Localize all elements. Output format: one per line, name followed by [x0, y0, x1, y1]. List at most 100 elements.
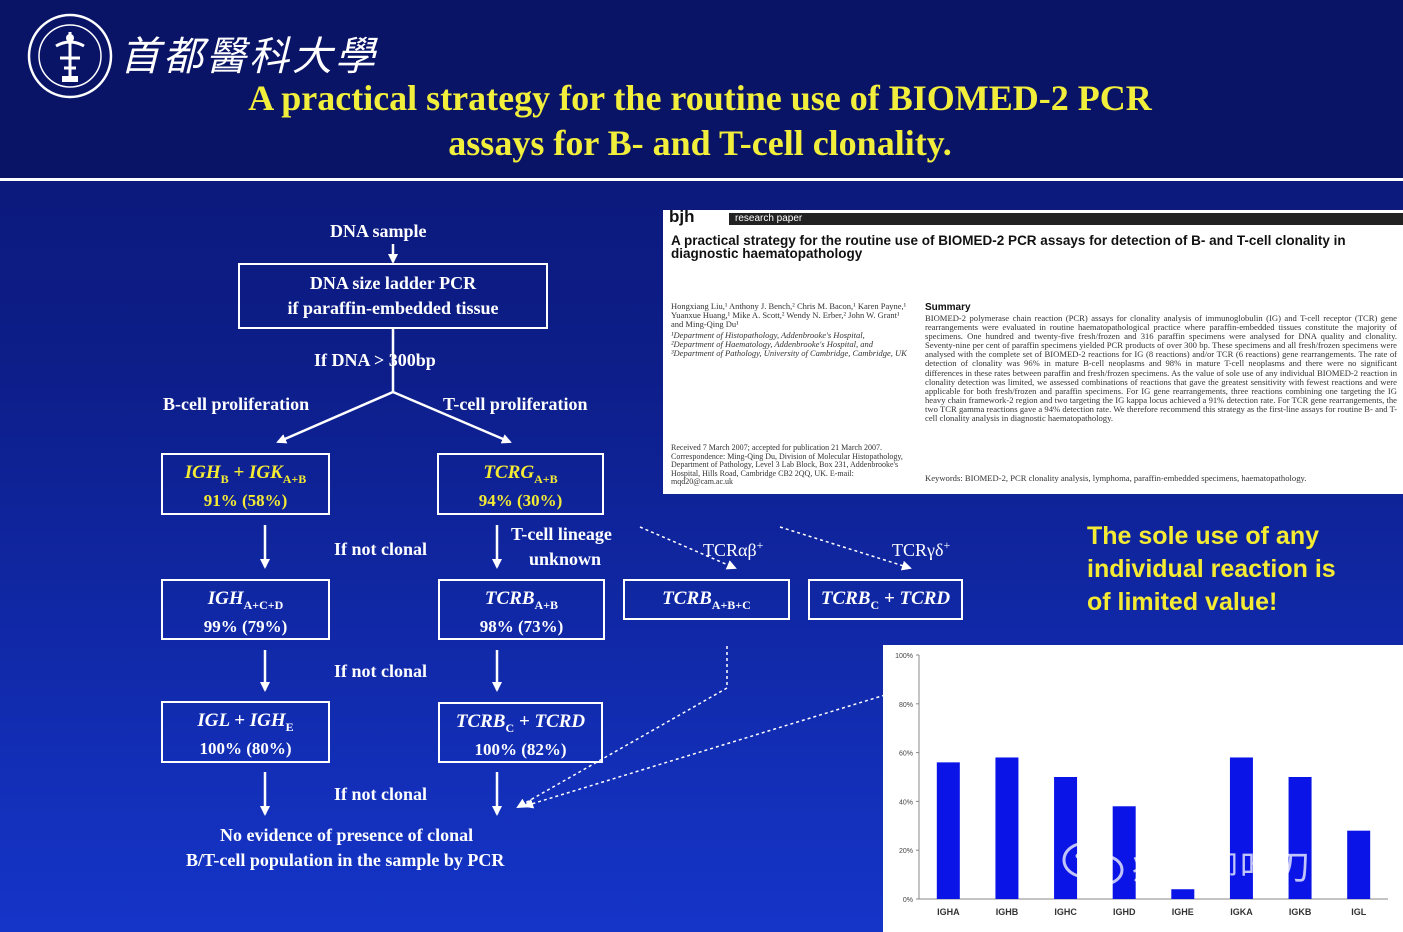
igh-acd-sub: A+C+D	[243, 597, 284, 612]
b1-percent: 91% (58%)	[203, 490, 288, 510]
tcrg-box: TCRGA+B 94% (30%)	[437, 453, 604, 515]
tcrbc-b-sub: C	[505, 720, 515, 735]
journal-logo: bjh	[669, 210, 695, 226]
if-not-clonal-1: If not clonal	[334, 539, 428, 559]
b3-percent: 100% (80%)	[199, 738, 292, 758]
watermark-text: 病理柳叶刀	[1132, 848, 1312, 888]
wechat-icon	[1062, 841, 1124, 886]
t1-percent: 94% (30%)	[478, 490, 563, 510]
tcrbc-tcrd-box: TCRBC + TCRD 100% (82%)	[438, 702, 603, 763]
header-banner	[0, 0, 1403, 178]
tcrbc-tcrd-box-right: TCRBC + TCRD	[808, 579, 963, 620]
tcrbc-b-text: TCRB	[455, 711, 506, 732]
if-not-clonal-3: If not clonal	[334, 784, 428, 804]
paper-authors-block: Hongxiang Liu,¹ Anthony J. Bench,² Chris…	[671, 302, 907, 358]
paper-excerpt: bjh research paper A practical strategy …	[663, 210, 1403, 494]
title-line-2: assays for B- and T-cell clonality.	[448, 123, 952, 163]
final-line-1: No evidence of presence of clonal	[220, 825, 474, 845]
paper-summary-heading: Summary	[925, 302, 971, 313]
ladder-line-2: if paraffin-embedded tissue	[287, 298, 499, 318]
tcr-gd-text: TCRγδ	[892, 540, 944, 560]
arrow-to-b-branch	[276, 390, 394, 444]
university-seal-icon	[27, 13, 113, 99]
t-cell-prolif-label: T-cell proliferation	[443, 394, 588, 414]
arrow-tcrab	[639, 526, 737, 570]
bar-ighb	[995, 757, 1019, 899]
igh-igk-box: IGHB + IGKA+B 91% (58%)	[161, 453, 330, 515]
if-dna-label: If DNA > 300bp	[314, 350, 436, 370]
bar-igha	[936, 762, 960, 899]
x-tick-label: IGHD	[1113, 907, 1136, 917]
tcrbc-a-text: TCRB	[820, 588, 871, 609]
paper-received: Received 7 March 2007; accepted for publ…	[671, 443, 903, 486]
bar-igkb	[1288, 777, 1312, 899]
bar-igl	[1347, 830, 1371, 899]
t-lineage-line-2: unknown	[529, 549, 602, 569]
b2-percent: 99% (79%)	[203, 616, 288, 636]
ladder-line-1: DNA size ladder PCR	[309, 273, 477, 293]
tcrb-ab-box: TCRBA+B 98% (73%)	[438, 579, 605, 640]
slide-title: A practical strategy for the routine use…	[150, 76, 1250, 166]
b-cell-prolif-label: B-cell proliferation	[163, 394, 310, 414]
igh-acd-text: IGH	[207, 588, 244, 609]
note-line-2: individual reaction is	[1087, 555, 1336, 583]
university-name: 首都醫科大學	[120, 34, 378, 80]
igh-acd-box: IGHA+C+D 99% (79%)	[161, 579, 330, 640]
bar-ighe	[1171, 889, 1195, 899]
paper-keywords: Keywords: BIOMED-2, PCR clonality analys…	[925, 473, 1307, 483]
x-tick-label: IGHB	[996, 907, 1019, 917]
igk-sub: A+B	[282, 471, 307, 486]
tcrg-text: TCRG	[483, 462, 535, 483]
y-tick-label: 20%	[899, 848, 913, 855]
final-line-2: B/T-cell population in the sample by PCR	[186, 850, 505, 870]
tcrb-ab-sub: A+B	[534, 597, 559, 612]
t2-percent: 98% (73%)	[479, 616, 564, 636]
x-tick-label: IGL	[1351, 907, 1367, 917]
note-line-1: The sole use of any	[1087, 522, 1320, 550]
arrow-to-t-branch	[392, 390, 512, 444]
if-not-clonal-2: If not clonal	[334, 661, 428, 681]
paper-summary: BIOMED-2 polymerase chain reaction (PCR)…	[925, 313, 1397, 424]
header-divider	[0, 178, 1403, 181]
paper-authors: Hongxiang Liu,¹ Anthony J. Bench,² Chris…	[671, 301, 907, 329]
tcr-ab-label: TCRαβ+	[703, 538, 763, 561]
tcrb-ab-text: TCRB	[484, 588, 535, 609]
t3-percent: 100% (82%)	[474, 739, 567, 759]
tcr-gd-label: TCRγδ+	[892, 538, 950, 561]
watermark: 病理柳叶刀	[1058, 838, 1403, 888]
y-tick-label: 40%	[899, 799, 913, 806]
x-tick-label: IGHE	[1172, 907, 1194, 917]
tcr-gd-sup: +	[943, 538, 951, 552]
igl-ighe-box: IGL + IGHE 100% (80%)	[161, 701, 330, 763]
igk-text: + IGK	[228, 462, 283, 483]
t-lineage-line-1: T-cell lineage	[511, 524, 612, 544]
paper-type-tag: research paper	[729, 213, 1403, 225]
tcrb-abc-sub: A+B+C	[711, 597, 751, 612]
paper-title: A practical strategy for the routine use…	[671, 233, 1346, 261]
tcrbc-a-sub: C	[870, 597, 880, 612]
tcrb-abc-text: TCRB	[662, 588, 712, 609]
x-tick-label: IGKB	[1289, 907, 1312, 917]
bar-igka	[1229, 757, 1253, 899]
y-tick-label: 100%	[895, 653, 913, 660]
tcr-ab-sup: +	[756, 538, 764, 552]
paper-affiliations: ¹Department of Histopathology, Addenbroo…	[671, 330, 907, 358]
arrow-tcrb-to-final	[516, 646, 728, 808]
tcrg-sub: A+B	[534, 471, 558, 486]
dna-sample-label: DNA sample	[330, 221, 427, 241]
arrow-tcrgd	[779, 526, 912, 571]
bar-ighc	[1054, 777, 1078, 899]
limited-value-note: The sole use of any individual reaction …	[1087, 520, 1387, 619]
y-tick-label: 80%	[899, 702, 913, 709]
igh-b-text: IGH	[184, 462, 221, 483]
tcr-ab-text: TCRαβ	[703, 540, 757, 560]
bar-ighd	[1112, 806, 1136, 899]
y-tick-label: 0%	[903, 897, 913, 904]
tcrd-a-text: + TCRD	[879, 588, 951, 609]
x-tick-label: IGHA	[937, 907, 960, 917]
note-line-3: of limited value!	[1087, 588, 1278, 616]
dna-ladder-box: DNA size ladder PCR if paraffin-embedded…	[238, 263, 548, 329]
